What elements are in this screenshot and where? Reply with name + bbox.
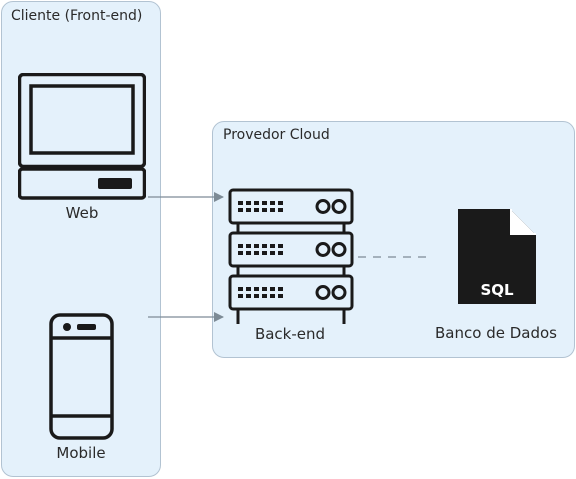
backend-label: Back-end <box>254 325 326 343</box>
server-rack-icon <box>228 188 354 324</box>
smartphone-icon <box>49 313 114 440</box>
database-label: Banco de Dados <box>435 324 557 342</box>
client-group-title: Cliente (Front-end) <box>11 8 143 24</box>
web-label: Web <box>65 204 99 222</box>
mobile-label: Mobile <box>56 444 106 462</box>
client-group <box>1 1 161 477</box>
sql-badge-text: SQL <box>480 281 514 299</box>
desktop-computer-icon <box>18 73 146 200</box>
cloud-group-title: Provedor Cloud <box>223 127 330 143</box>
sql-file-icon: SQL <box>458 209 536 304</box>
